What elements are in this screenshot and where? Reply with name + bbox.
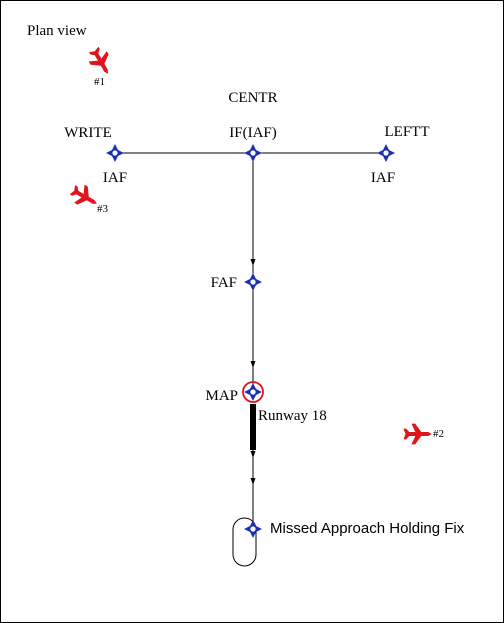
fix-map-icon bbox=[243, 382, 263, 402]
fix-faf-icon bbox=[243, 272, 263, 292]
arrow-to-map bbox=[250, 361, 256, 368]
fix-write-icon bbox=[105, 143, 125, 163]
fix-leftt-name: LEFTT bbox=[385, 124, 430, 140]
airplane-icon-2 bbox=[403, 423, 432, 445]
fix-centr-role: IF(IAF) bbox=[229, 125, 277, 141]
runway-label: Runway 18 bbox=[258, 408, 327, 424]
runway-bar bbox=[250, 404, 256, 450]
map-ring-icon bbox=[242, 381, 264, 403]
aircraft-label-1: #1 bbox=[94, 76, 105, 88]
fix-leftt-icon bbox=[376, 143, 396, 163]
fix-centr-name: CENTR bbox=[228, 90, 277, 106]
fix-centr-icon bbox=[243, 143, 263, 163]
fix-map-name: MAP bbox=[205, 388, 238, 404]
fix-write-name: WRITE bbox=[64, 125, 111, 141]
airplane-icon-1 bbox=[84, 44, 117, 79]
aircraft-label-2: #2 bbox=[433, 428, 444, 440]
arrow-after-runway bbox=[250, 451, 256, 458]
fix-missed-icon bbox=[243, 519, 263, 539]
fix-write-role: IAF bbox=[103, 170, 127, 186]
fix-missed-name: Missed Approach Holding Fix bbox=[270, 520, 465, 537]
fix-leftt-role: IAF bbox=[371, 170, 395, 186]
aircraft-label-3: #3 bbox=[97, 203, 109, 215]
fix-faf-name: FAF bbox=[211, 275, 237, 291]
page-title: Plan view bbox=[27, 23, 87, 39]
holding-pattern bbox=[232, 517, 257, 567]
arrow-to-faf bbox=[250, 259, 256, 266]
arrow-to-missed bbox=[250, 478, 256, 485]
